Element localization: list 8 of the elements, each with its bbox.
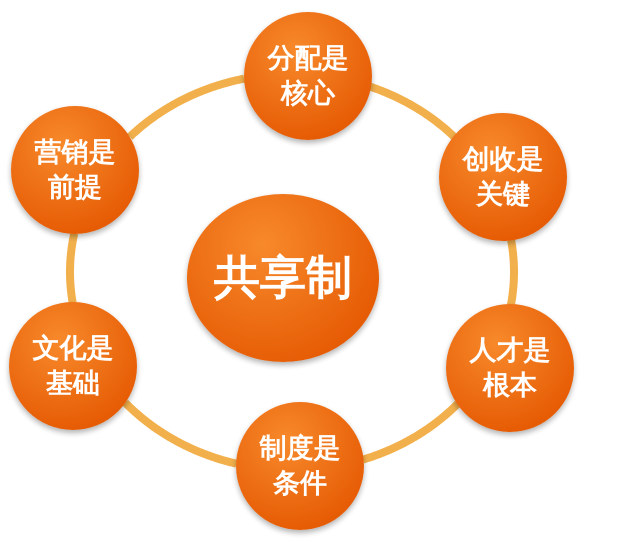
topic-label: 分配是核心 (266, 42, 350, 111)
topic-label: 文化是基础 (31, 332, 114, 401)
topic-label: 创收是关键 (461, 142, 544, 212)
ring-connector (126, 74, 247, 140)
topic-label: 营销是前提 (33, 136, 116, 205)
topic-label: 人才是根本 (468, 334, 552, 403)
center-title: 共享制 (214, 249, 352, 306)
topic-label: 制度是条件 (258, 432, 342, 501)
